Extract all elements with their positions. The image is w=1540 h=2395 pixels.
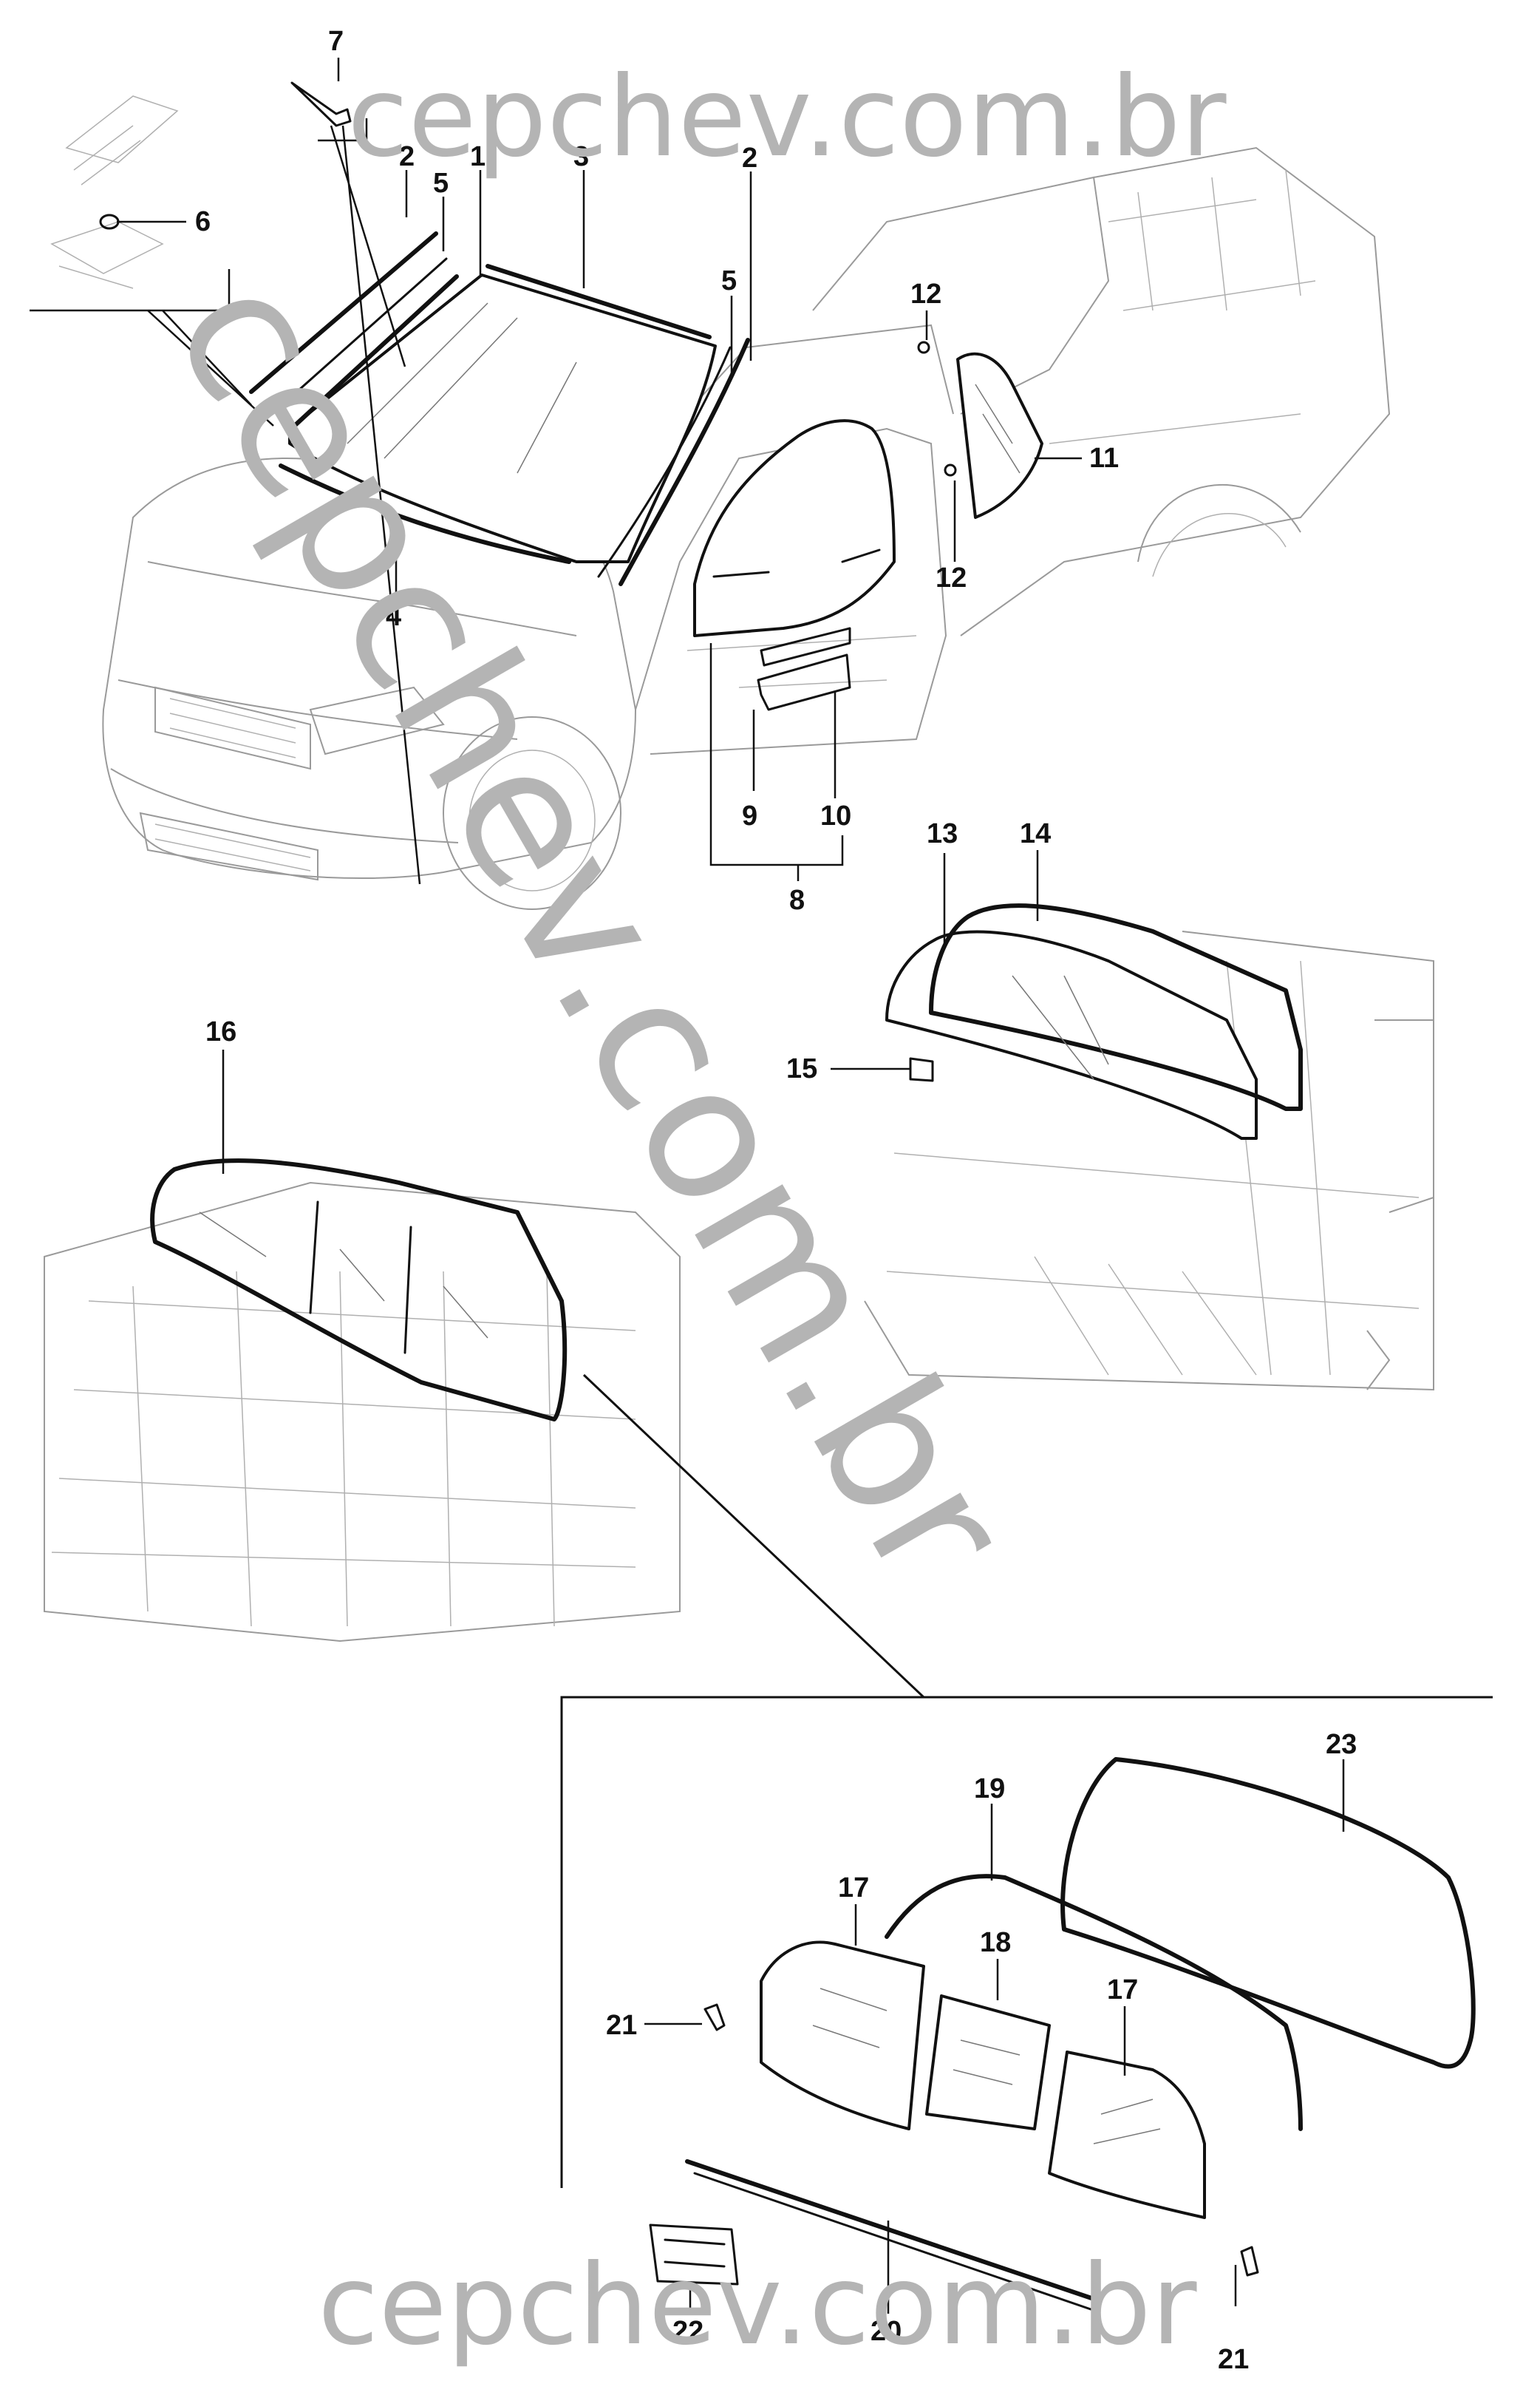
exploded-sliding-window	[560, 1696, 1493, 2311]
callout-23: 23	[1326, 1729, 1357, 1760]
callout-4: 4	[386, 601, 401, 632]
callout-10: 10	[820, 801, 851, 832]
callout-21-left: 21	[606, 2010, 637, 2041]
door-glass	[693, 419, 896, 637]
run-channel-10	[757, 653, 851, 711]
callout-1: 1	[470, 141, 485, 172]
stop-block-15	[909, 1057, 934, 1082]
callout-13: 13	[927, 818, 958, 849]
callout-22: 22	[672, 2316, 703, 2347]
callout-12-upper: 12	[910, 279, 941, 310]
windshield-glass	[288, 274, 717, 563]
lower-channel-20	[685, 2159, 1096, 2301]
rear-sliding-view	[44, 1158, 925, 1699]
pickup-front-view	[102, 146, 1391, 910]
rear-fixed-view	[864, 903, 1434, 1391]
callout-2-right: 2	[742, 143, 757, 174]
quarter-glass	[956, 352, 1043, 519]
callout-8: 8	[789, 885, 805, 916]
right-pillar-moulding-inner	[597, 346, 732, 578]
glass-17-right	[1048, 2051, 1206, 2219]
roof-moulding	[485, 264, 712, 339]
callout-9: 9	[742, 801, 757, 832]
leader-lines	[30, 58, 1345, 2314]
callout-17-right: 17	[1107, 1974, 1138, 2005]
windshield-group	[50, 81, 750, 586]
screw-12-lower	[944, 463, 957, 477]
callout-7: 7	[328, 26, 344, 57]
grommet-6	[99, 214, 120, 230]
callout-3: 3	[573, 141, 589, 172]
watermark-top: cepchev.com.br	[347, 53, 1227, 182]
callout-5-left: 5	[433, 168, 449, 199]
callout-17-left: 17	[838, 1872, 869, 1903]
outer-seal-23	[1060, 1757, 1476, 2069]
callout-19: 19	[974, 1773, 1005, 1804]
callout-14: 14	[1020, 818, 1051, 849]
callout-6: 6	[195, 206, 211, 237]
rear-seal-14	[929, 903, 1303, 1111]
callout-21-right: 21	[1218, 2344, 1249, 2375]
glass-18-middle	[925, 1994, 1051, 2130]
clip-21-left	[703, 2003, 726, 2031]
left-pillar-moulding-inner	[270, 257, 448, 415]
door-glass-group	[693, 341, 1043, 711]
callout-5-right: 5	[721, 265, 737, 296]
callout-15: 15	[786, 1053, 817, 1084]
callout-2-left: 2	[399, 141, 415, 172]
callout-18: 18	[980, 1927, 1011, 1958]
clip-7	[290, 81, 352, 127]
callout-12-lower: 12	[936, 563, 967, 594]
screw-12-upper	[917, 341, 930, 354]
latch-22	[649, 2224, 739, 2286]
callout-11: 11	[1089, 443, 1119, 474]
callout-16: 16	[205, 1016, 236, 1047]
clip-21-right	[1240, 2246, 1259, 2277]
callout-20: 20	[870, 2316, 902, 2347]
watermark-bottom: cepchev.com.br	[318, 2241, 1197, 2370]
callout-labels: 7 2 1 3 2 5 5 6 4 12 11 12 9 10 8 13 14 …	[195, 26, 1357, 2375]
sliding-rear-window	[150, 1158, 568, 1421]
upper-channel-19	[885, 1874, 1303, 2131]
left-pillar-moulding-outer	[249, 231, 438, 394]
rear-glass-13	[885, 930, 1258, 1140]
cowl-moulding	[279, 463, 571, 564]
run-channel-9	[760, 627, 851, 667]
